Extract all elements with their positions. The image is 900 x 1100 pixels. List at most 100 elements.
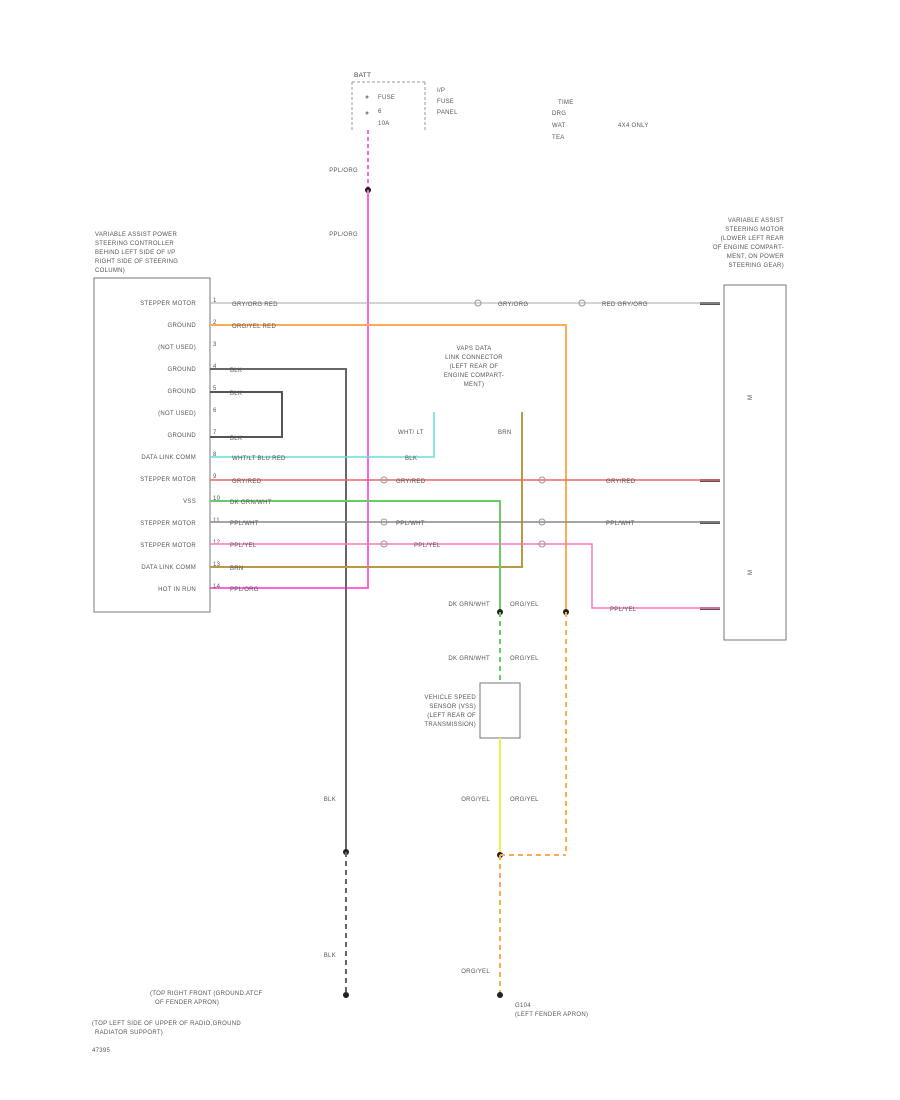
connector-note-1: VAPS DATA [456, 346, 491, 352]
wire-label-blk-gnd1: BLK [324, 797, 336, 803]
wire-label-ppl-org-lower: PPL/ORG [329, 232, 358, 238]
legend-line-3: WAT [552, 123, 566, 129]
vss-box [479, 682, 521, 739]
wire-label-pplwht-mid: PPL/WHT [396, 521, 425, 527]
left-module-pin: 14 [213, 584, 221, 590]
left-module-pin: 2 [213, 320, 217, 326]
left-module-box [93, 277, 211, 613]
wire-label-pplwht-left: PPL/WHT [230, 521, 259, 527]
fuse-number: 6 [378, 109, 382, 115]
left-module-row-label: HOT IN RUN [158, 587, 196, 593]
left-module-pin: 12 [213, 540, 221, 546]
right-module-title-6: STEERING GEAR) [728, 263, 784, 269]
legend-line-1: TIME [558, 100, 574, 106]
vss-line-1: VEHICLE SPEED [424, 695, 476, 701]
vss-line-3: (LEFT REAR OF [427, 713, 476, 719]
wire-label-pplyel-left: PPL/YEL [230, 543, 257, 549]
right-module: VARIABLE ASSIST STEERING MOTOR (LOWER LE… [700, 218, 787, 641]
wire-label-blk-gnd2: BLK [324, 953, 336, 959]
left-module-row-label: GROUND [168, 433, 197, 439]
pink-wire [210, 190, 369, 589]
wire-label-row1-mid: GRY/ORG [498, 302, 528, 308]
panel-line-3: PANEL [437, 110, 458, 116]
connector-note-5: MENT) [464, 382, 485, 388]
wire-label-row1-right: RED GRY/ORG [602, 302, 648, 308]
wire-label-blk-3: BLK [230, 436, 242, 442]
wire-label-ppl-org-upper: PPL/ORG [329, 168, 358, 174]
left-module-row-label: (NOT USED) [158, 411, 196, 417]
wire-label-pplorg-left: PPL/ORG [230, 587, 259, 593]
fuse-block-title: BATT [354, 72, 371, 79]
left-module-row-label: (NOT USED) [158, 345, 196, 351]
wire-label-dkgrn-wht-down1: DK GRN/WHT [448, 602, 490, 608]
wire-brn [210, 412, 523, 568]
left-module-title-1: VARIABLE ASSIST POWER [95, 232, 177, 238]
ground-left-2: OF FENDER APRON) [155, 1000, 219, 1006]
wire-label-dkgrn-wht-down2: DK GRN/WHT [448, 656, 490, 662]
wire-label-gry-red-left: GRY/RED [232, 479, 262, 485]
ground-right-1: G104 [515, 1003, 531, 1009]
left-module-row-label: GROUND [168, 367, 197, 373]
wire-label-wht-ltblu: WHT/LT BLU RED [232, 456, 286, 462]
wire-green [210, 500, 501, 612]
legend-line-2: DRG [552, 111, 566, 117]
right-module-title-1: VARIABLE ASSIST [728, 218, 784, 224]
wire-label-gry-red-mid: GRY/RED [396, 479, 426, 485]
left-module-pin: 10 [213, 496, 221, 502]
connector-note-2: LINK CONNECTOR [445, 355, 503, 361]
wire-label-orgyel-down5: ORG/YEL [461, 969, 490, 975]
fuse-rating: 10A [378, 121, 390, 127]
left-module-pin: 5 [213, 386, 217, 392]
wire-label-orgyel-down2: ORG/YEL [510, 656, 539, 662]
figure-id: 47395 [92, 1048, 111, 1054]
wire-label-row2: ORG/YEL RED [232, 324, 276, 330]
wire-orange [210, 324, 567, 612]
wire-label-blk-1: BLK [230, 368, 242, 374]
wire-label-orgyel-down1: ORG/YEL [510, 602, 539, 608]
right-module-title-5: MENT, ON POWER [727, 254, 785, 260]
left-module-row-label: DATA LINK COMM [141, 455, 196, 461]
left-module-pin: 7 [213, 430, 217, 436]
left-module: VARIABLE ASSIST POWER STEERING CONTROLLE… [93, 232, 220, 613]
panel-line-1: I/P [437, 88, 445, 94]
left-module-pin: 11 [213, 518, 220, 524]
ground-left-1: (TOP RIGHT FRONT (GROUND,ATCF [150, 991, 263, 997]
left-module-pin: 4 [213, 364, 217, 370]
left-module-row-label: STEPPER MOTOR [140, 301, 196, 307]
wire-cyan [210, 412, 435, 458]
data-link-connector: VAPS DATA LINK CONNECTOR (LEFT REAR OF E… [444, 346, 504, 388]
wire-label-dkgrn-wht: DK GRN/WHT [230, 500, 272, 506]
wire-label-orgyel-down4: ORG/YEL [510, 797, 539, 803]
left-module-title-3: BEHIND LEFT SIDE OF I/P [95, 250, 175, 256]
wire-label-pplyel-right: PPL/YEL [610, 607, 637, 613]
wire-label-brn: BRN [498, 430, 512, 436]
ground-notes: (TOP RIGHT FRONT (GROUND,ATCF OF FENDER … [92, 991, 588, 1054]
left-module-row-label: STEPPER MOTOR [140, 521, 196, 527]
fuse-block: BATT FUSE 6 10A I/P FUSE PANEL [351, 72, 458, 130]
wire-label-row1-left: GRY/ORG RED [232, 302, 278, 308]
legend-line-4: TEA [552, 135, 565, 141]
left-module-row-label: GROUND [168, 323, 197, 329]
right-module-upper-label: M [748, 395, 754, 400]
left-module-pin: 8 [213, 452, 217, 458]
left-module-pin: 1 [213, 298, 217, 304]
wire-label-pplyel-mid: PPL/YEL [414, 543, 441, 549]
left-module-row-label: VSS [183, 499, 196, 505]
wire-label-brn-left: BRN [230, 566, 244, 572]
wire-label-blk-small: BLK [405, 456, 417, 462]
ground-right-2: (LEFT FENDER APRON) [515, 1012, 588, 1018]
right-module-title-4: OF ENGINE COMPART- [713, 245, 784, 251]
right-module-box [723, 284, 787, 641]
wire-label-blk-2: BLK [230, 391, 242, 397]
left-module-title-2: STEERING CONTROLLER [95, 241, 174, 247]
vss-line-2: SENSOR (VSS) [429, 704, 476, 710]
right-module-title-2: STEERING MOTOR [725, 227, 784, 233]
left-module-row-label: GROUND [168, 389, 197, 395]
left-module-row-label: STEPPER MOTOR [140, 477, 196, 483]
right-module-title-3: (LOWER LEFT REAR [721, 236, 785, 242]
fuse-label: FUSE [378, 95, 395, 101]
left-module-pin: 6 [213, 408, 217, 414]
wire-ppl-yel [210, 543, 720, 609]
